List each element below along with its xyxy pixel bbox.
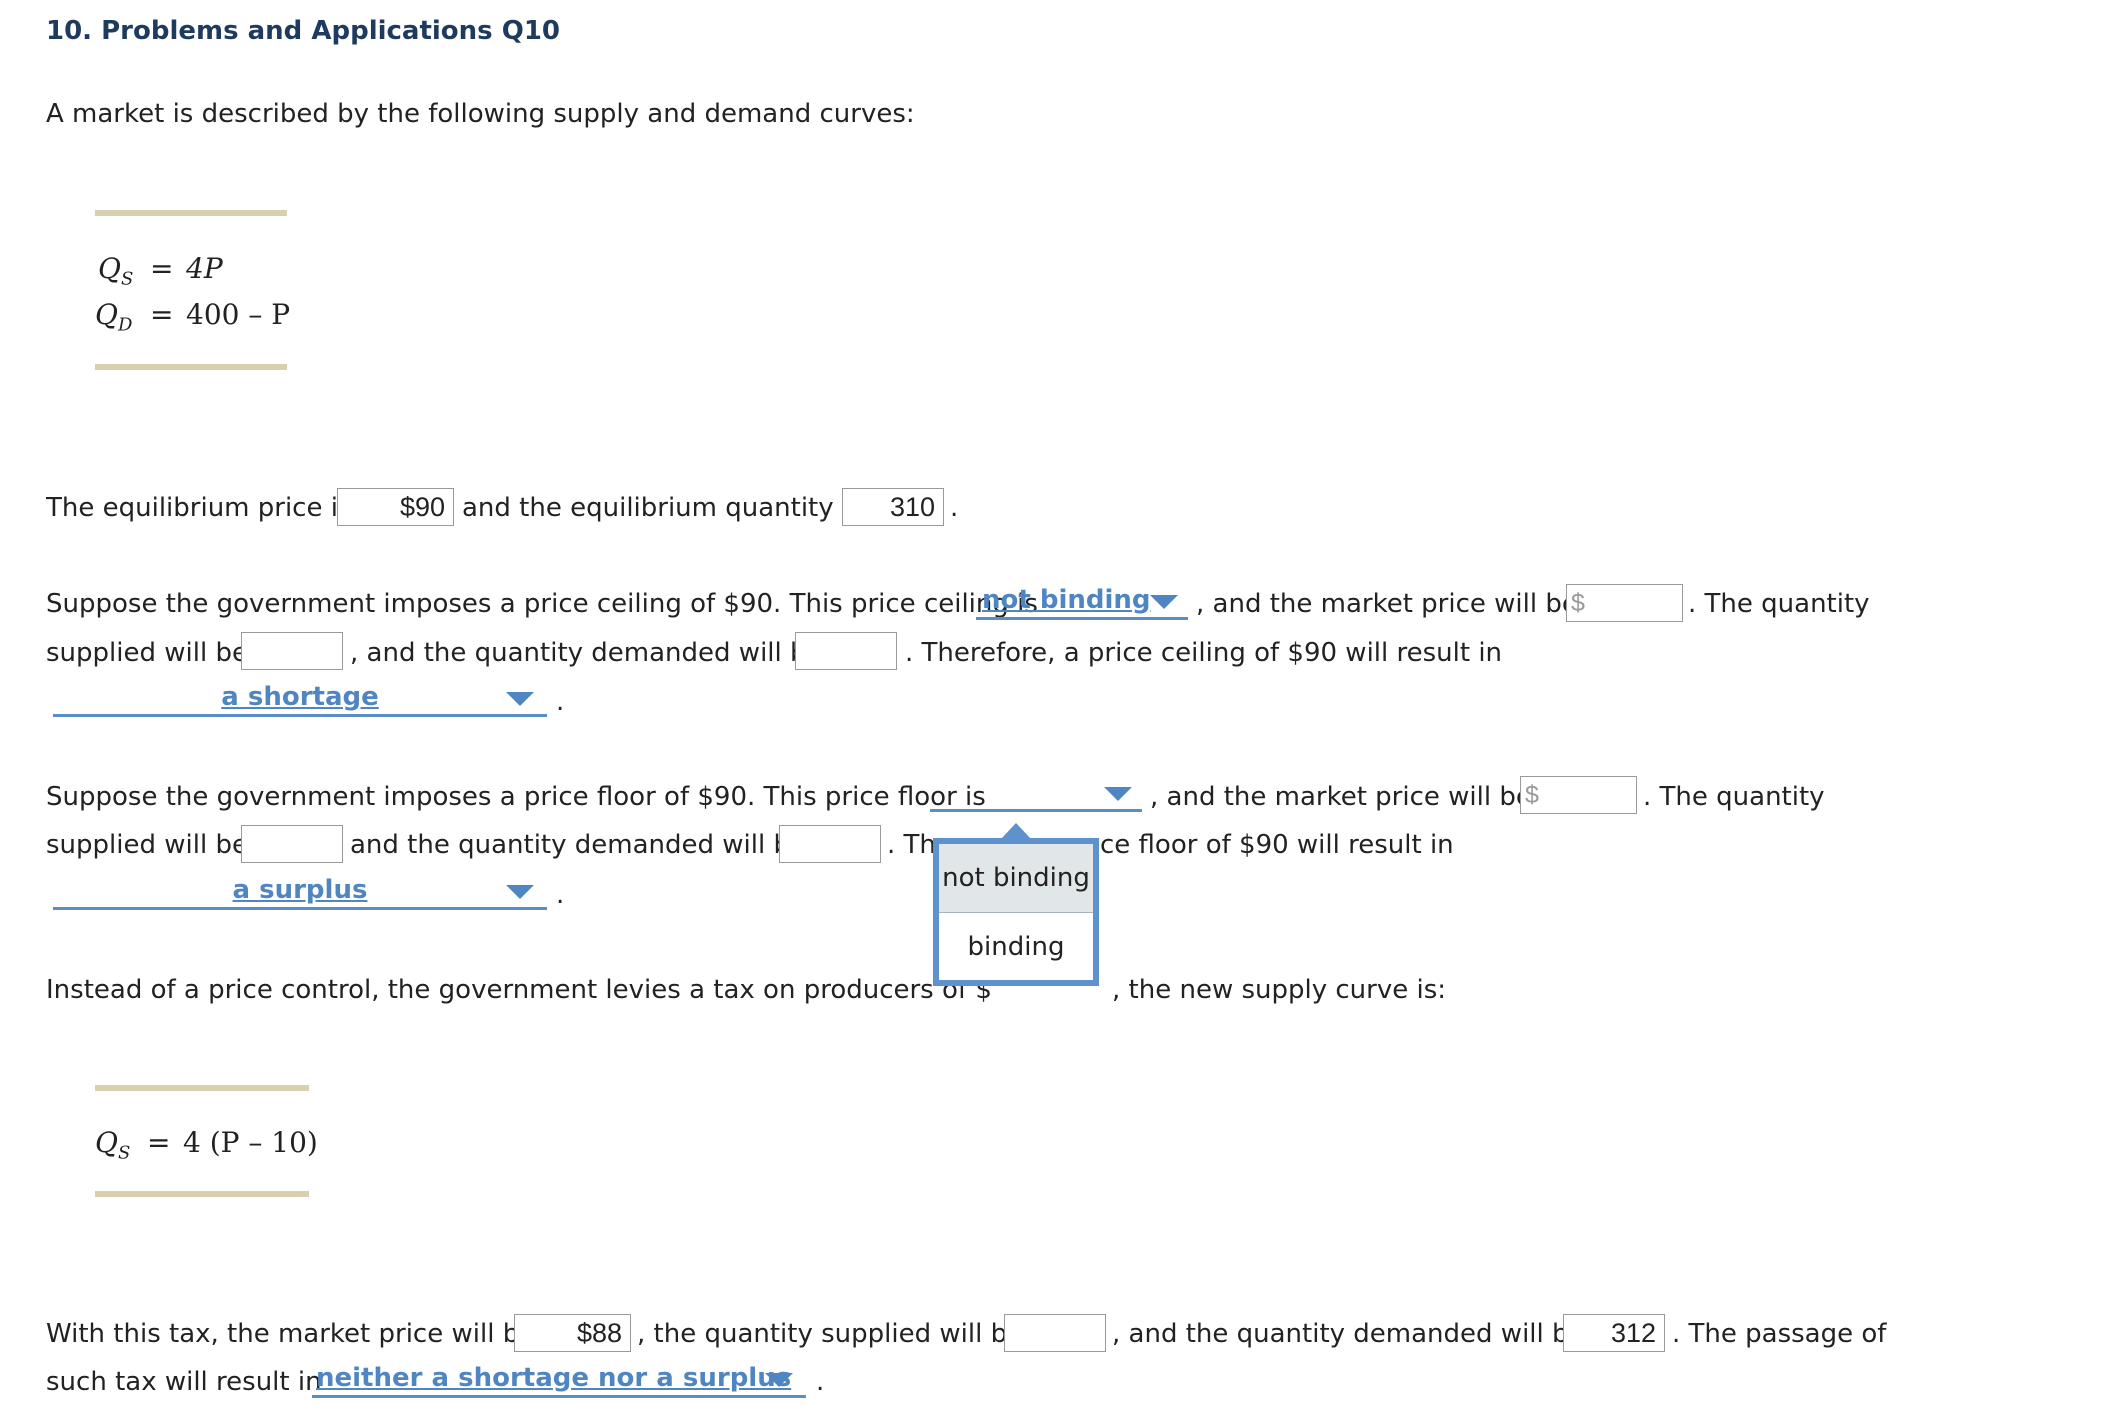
floor-quantity-supplied-input[interactable] [241,825,343,863]
tax-result-selected: neither a shortage nor a surplus [316,1363,792,1393]
equilibrium-price-input[interactable]: $90 [337,488,454,526]
ceiling-result-dropdown[interactable]: a shortage [53,681,547,717]
new-supply-equation: QS = 4 (P – 10) [95,1126,318,1164]
ceiling-text-a: Suppose the government imposes a price c… [46,589,1038,619]
ceiling-text-d: supplied will be [46,638,248,668]
floor-text-e: and the quantity demanded will be [350,830,806,860]
ceiling-binding-dropdown[interactable]: not binding [976,584,1188,620]
equilibrium-text-b: and the equilibrium quantity is [462,493,863,523]
ceiling-market-price-input[interactable]: $ [1566,584,1683,622]
ceiling-quantity-demanded-input[interactable] [795,632,897,670]
tax-text-right: , the new supply curve is: [1112,975,1447,1005]
question-title: 10. Problems and Applications Q10 [46,16,560,46]
supply-equation: QS = 4P [98,252,223,290]
floor-result-dropdown[interactable]: a surplus [53,874,547,910]
tax-text-left: Instead of a price control, the governme… [46,975,992,1005]
floor-text-c: . The quantity [1643,782,1825,812]
tax-result-text-b: , the quantity supplied will be [637,1319,1024,1349]
floor-market-price-input[interactable]: $ [1520,776,1637,814]
floor-binding-dropdown[interactable] [930,776,1142,812]
option-not-binding[interactable]: not binding [939,844,1093,913]
tax-result-text-e: such tax will result in [46,1367,322,1397]
tax-equation-bottom-rule [95,1191,309,1197]
equilibrium-quantity-input[interactable]: 310 [842,488,944,526]
tax-result-dropdown[interactable]: neither a shortage nor a surplus [312,1362,806,1398]
floor-result-selected: a surplus [232,875,368,905]
chevron-down-icon [765,1373,793,1387]
tax-result-period: . [816,1367,825,1397]
floor-period: . [556,880,565,910]
floor-text-b: , and the market price will be [1150,782,1532,812]
floor-text-f-right: ce floor of $90 will result in [1100,830,1454,860]
ceiling-binding-selected: not binding [982,585,1151,615]
popup-pointer [1000,823,1032,840]
option-binding[interactable]: binding [967,932,1065,962]
intro-text: A market is described by the following s… [46,99,915,129]
equilibrium-period: . [950,493,959,523]
tax-market-price-input[interactable]: $88 [514,1314,631,1352]
ceiling-result-selected: a shortage [221,682,379,712]
floor-text-f-left: . Th [887,830,936,860]
ceiling-text-c: . The quantity [1688,589,1870,619]
floor-quantity-demanded-input[interactable] [779,825,881,863]
floor-text-a: Suppose the government imposes a price f… [46,782,986,812]
ceiling-text-e: , and the quantity demanded will be [350,638,823,668]
ceiling-quantity-supplied-input[interactable] [241,632,343,670]
tax-result-text-c: , and the quantity demanded will be [1112,1319,1585,1349]
tax-quantity-demanded-input[interactable]: 312 [1563,1314,1665,1352]
equation-top-rule [95,210,287,216]
dollar-sign: $ [1571,589,1585,617]
equation-bottom-rule [95,364,287,370]
floor-text-d: supplied will be [46,830,248,860]
ceiling-text-f: . Therefore, a price ceiling of $90 will… [905,638,1503,668]
tax-result-text-d: . The passage of [1672,1319,1887,1349]
equilibrium-text-a: The equilibrium price is [46,493,352,523]
chevron-down-icon [506,885,534,899]
ceiling-text-b: , and the market price will be [1196,589,1578,619]
binding-options-popup: not binding binding [933,838,1099,986]
demand-equation: QD = 400 – P [95,298,291,336]
chevron-down-icon [1150,595,1178,609]
tax-result-text-a: With this tax, the market price will be [46,1319,536,1349]
chevron-down-icon [1104,787,1132,801]
ceiling-period: . [556,687,565,717]
dollar-sign: $ [1525,781,1539,809]
chevron-down-icon [506,692,534,706]
tax-equation-top-rule [95,1085,309,1091]
tax-quantity-supplied-input[interactable] [1004,1314,1106,1352]
